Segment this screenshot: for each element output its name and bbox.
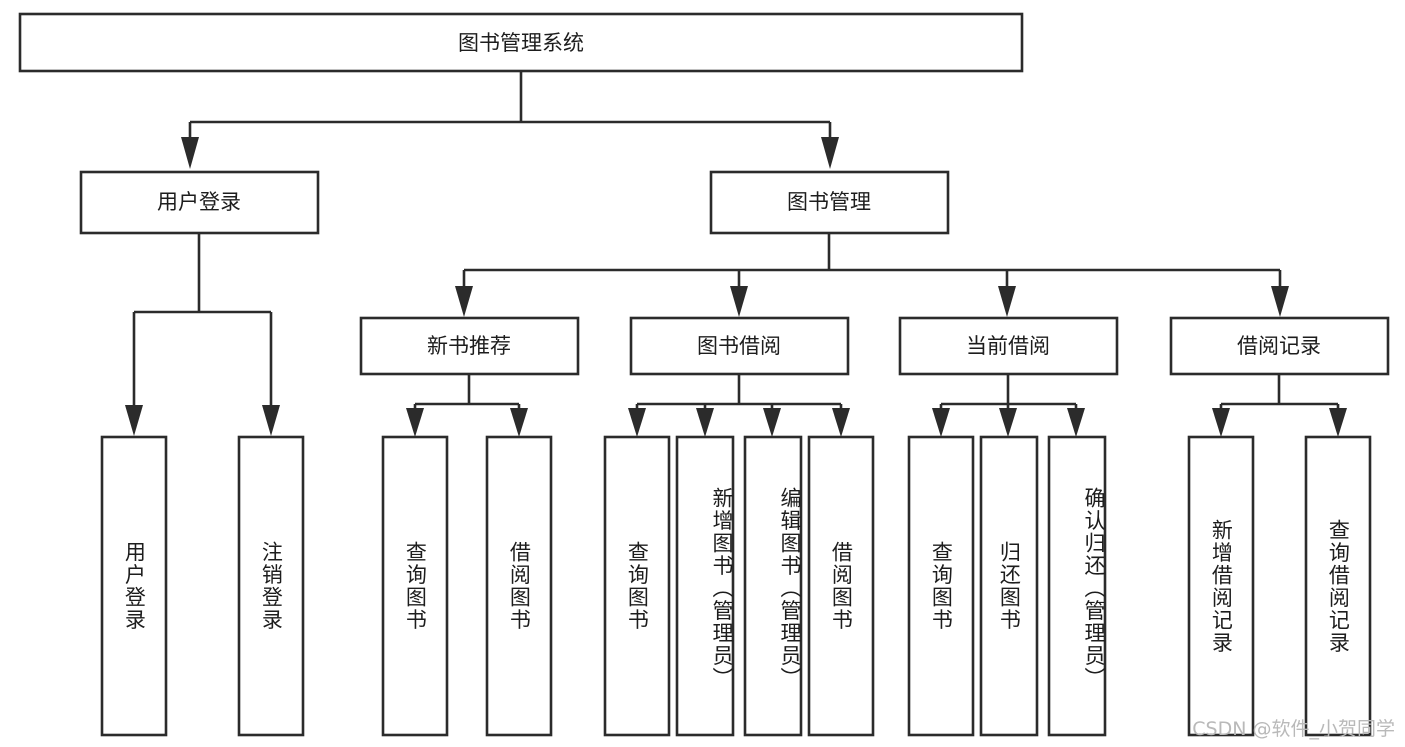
arrow-head-icon (821, 137, 839, 169)
node-label-new-book-recommend: 新书推荐 (427, 334, 511, 358)
node-box-book-borrow[interactable] (629, 316, 850, 376)
node-box-current-borrow[interactable] (898, 316, 1119, 376)
arrow-head-icon (1271, 286, 1289, 317)
node-box-book-management[interactable] (709, 170, 950, 235)
node-label-user-login: 用户登录 (157, 190, 241, 214)
arrow-head-icon (1067, 408, 1085, 437)
node-box-leaf-query-book-1[interactable] (381, 435, 449, 737)
arrow-head-icon (998, 286, 1016, 317)
arrow-head-icon (455, 286, 473, 317)
node-label-book-borrow: 图书借阅 (697, 334, 781, 358)
node-box-leaf-add-book[interactable] (675, 435, 735, 737)
arrow-head-icon (696, 408, 714, 437)
leaf-nodes-layer (100, 435, 1372, 737)
node-box-leaf-confirm-return[interactable] (1047, 435, 1107, 737)
arrow-head-icon (510, 408, 528, 437)
node-box-leaf-user-login[interactable] (100, 435, 168, 737)
node-label-system: 图书管理系统 (458, 31, 584, 55)
arrow-head-icon (406, 408, 424, 437)
node-label-borrow-record: 借阅记录 (1237, 334, 1321, 358)
node-box-leaf-query-book-2[interactable] (603, 435, 671, 737)
arrow-head-icon (832, 408, 850, 437)
node-level3-borrow-record[interactable]: 借阅记录 (1169, 316, 1390, 376)
node-box-borrow-record[interactable] (1169, 316, 1390, 376)
arrow-head-icon (730, 286, 748, 317)
arrow-head-icon (262, 405, 280, 436)
node-level3-new-book-recommend[interactable]: 新书推荐 (359, 316, 580, 376)
node-level3-current-borrow[interactable]: 当前借阅 (898, 316, 1119, 376)
arrow-head-icon (125, 405, 143, 436)
node-box-leaf-query-book-3[interactable] (907, 435, 975, 737)
arrow-head-icon (763, 408, 781, 437)
arrow-head-icon (1329, 408, 1347, 437)
node-level3-book-borrow[interactable]: 图书借阅 (629, 316, 850, 376)
node-box-leaf-edit-book[interactable] (743, 435, 803, 737)
node-box-new-book-recommend[interactable] (359, 316, 580, 376)
node-box-leaf-logout[interactable] (237, 435, 305, 737)
node-box-system[interactable] (18, 12, 1024, 73)
node-box-leaf-borrow-book-2[interactable] (807, 435, 875, 737)
connectors-layer (125, 71, 1347, 437)
node-box-leaf-query-record[interactable] (1304, 435, 1372, 737)
node-box-leaf-add-record[interactable] (1187, 435, 1255, 737)
arrow-head-icon (932, 408, 950, 437)
node-label-current-borrow: 当前借阅 (966, 334, 1050, 358)
arrow-head-icon (628, 408, 646, 437)
arrow-head-icon (1212, 408, 1230, 437)
arrow-head-icon (181, 137, 199, 169)
node-box-leaf-borrow-book-1[interactable] (485, 435, 553, 737)
node-level1-system[interactable]: 图书管理系统 (18, 12, 1024, 73)
arrow-head-icon (999, 408, 1017, 437)
node-box-user-login[interactable] (79, 170, 320, 235)
node-level2-book-management[interactable]: 图书管理 (709, 170, 950, 235)
node-box-leaf-return-book[interactable] (979, 435, 1039, 737)
node-level2-user-login[interactable]: 用户登录 (79, 170, 320, 235)
node-label-book-management: 图书管理 (787, 190, 871, 214)
